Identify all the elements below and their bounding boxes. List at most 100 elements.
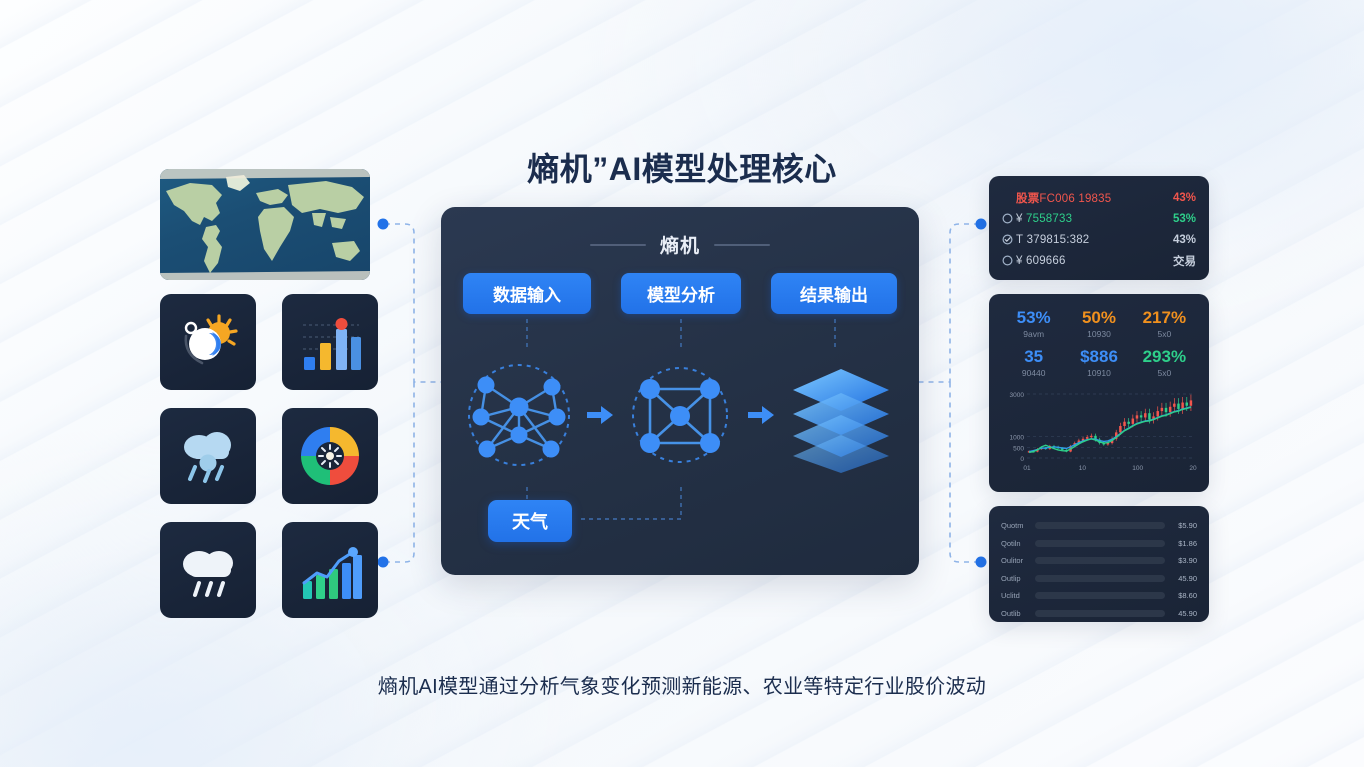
connector-dot bbox=[377, 556, 389, 568]
stock-code: FC006 bbox=[1039, 192, 1075, 205]
world-map-image bbox=[160, 169, 370, 280]
bar-track bbox=[1035, 522, 1165, 529]
bar-track bbox=[1035, 574, 1165, 582]
metrics-grid: 53% 9avm 50% 10930 217% 5x0 35 90440 $88… bbox=[1001, 308, 1197, 380]
bar-label: Outlib bbox=[1001, 608, 1021, 618]
bar-label: Oulitor bbox=[1001, 556, 1024, 565]
bar-label: Qotiln bbox=[1001, 538, 1021, 548]
x-axis-tick: 10 bbox=[1079, 465, 1087, 472]
stock-change: 53% bbox=[1172, 212, 1196, 225]
table-row: ¥ 7558733 53% bbox=[1002, 208, 1196, 229]
y-axis-tick: 0 bbox=[1020, 456, 1024, 463]
chart-line-ma-blue bbox=[1028, 406, 1192, 453]
heavy-rain-cloud-icon bbox=[160, 522, 256, 618]
stock-value: 19835 bbox=[1078, 192, 1112, 205]
bar-value: $5.90 bbox=[1178, 521, 1197, 530]
x-axis-tick: 100 bbox=[1132, 465, 1143, 472]
metric-sublabel: 5x0 bbox=[1157, 329, 1172, 339]
x-axis-tick: 01 bbox=[1023, 465, 1031, 472]
donut-chart-icon bbox=[282, 408, 378, 504]
bar-track bbox=[1035, 609, 1165, 617]
bar-value: $3.90 bbox=[1178, 556, 1197, 565]
header-rule-right bbox=[714, 243, 770, 246]
metrics-chart-panel: 53% 9avm 50% 10930 217% 5x0 35 90440 $88… bbox=[989, 294, 1209, 492]
list-item: Uclitd $8.60 bbox=[1001, 588, 1197, 603]
stock-label: 股票 bbox=[1016, 192, 1040, 205]
y-axis-tick: 3000 bbox=[1010, 392, 1025, 399]
rain-cloud-icon bbox=[160, 408, 256, 504]
flow-arrow-icon bbox=[586, 406, 613, 424]
circle-outline-icon bbox=[1002, 255, 1016, 266]
list-item: Oulitor $3.90 bbox=[1001, 553, 1197, 568]
metric-sublabel: 10910 bbox=[1087, 368, 1111, 378]
bar-value: 45.90 bbox=[1178, 573, 1197, 583]
stock-list-panel: 股票FC006 19835 43% ¥ 7558733 53% T 379815… bbox=[989, 176, 1209, 280]
processing-flow bbox=[459, 355, 901, 475]
check-circle-icon bbox=[1002, 234, 1016, 245]
table-row: 股票FC006 19835 43% bbox=[1002, 187, 1196, 208]
connector-dot bbox=[377, 218, 389, 230]
connector-dot bbox=[975, 556, 987, 568]
chip-data-input[interactable]: 数据输入 bbox=[463, 273, 591, 314]
metric-value: 35 bbox=[1024, 347, 1044, 366]
y-axis-tick: 1000 bbox=[1010, 435, 1025, 442]
bar-value: $8.60 bbox=[1178, 591, 1197, 600]
stock-value: 7558733 bbox=[1026, 212, 1073, 225]
flow-arrow-icon bbox=[747, 406, 774, 424]
metric-sublabel: 5x0 bbox=[1157, 368, 1172, 378]
growth-bar-chart-icon bbox=[282, 522, 378, 618]
metric-sublabel: 90440 bbox=[1021, 368, 1046, 378]
stock-status: 交易 bbox=[1173, 255, 1196, 268]
metric-value: 217% bbox=[1142, 308, 1187, 327]
list-item: Qotiln$1.86 bbox=[1001, 536, 1197, 551]
metric-value: 50% bbox=[1081, 308, 1116, 327]
metric-value: $886 bbox=[1080, 347, 1118, 366]
stock-change: 43% bbox=[1172, 191, 1196, 204]
bar-label: Quotm bbox=[1001, 521, 1024, 530]
list-item: Quotm $5.90 bbox=[1001, 518, 1197, 533]
list-item: Outlib 45.90 bbox=[1001, 606, 1197, 621]
table-row: T 379815:382 43% bbox=[1002, 229, 1196, 250]
bar-chart-icon bbox=[282, 294, 378, 390]
page-caption: 熵机AI模型通过分析气象变化预测新能源、农业等特定行业股价波动 bbox=[377, 676, 987, 698]
metric-sublabel: 9avm bbox=[1023, 329, 1045, 339]
chip-result-output[interactable]: 结果输出 bbox=[771, 273, 897, 314]
data-source-column bbox=[160, 169, 378, 618]
candlestick-chart: 3000 1000 500 0 01 10 100 20 bbox=[1001, 388, 1197, 474]
chart-line-ma-green bbox=[1028, 406, 1192, 454]
stock-value: 609666 bbox=[1026, 254, 1066, 267]
chip-weather[interactable]: 天气 bbox=[488, 500, 572, 542]
stock-change: 43% bbox=[1172, 233, 1196, 246]
stock-code: T bbox=[1016, 233, 1024, 246]
neural-network-graph bbox=[459, 355, 579, 475]
bar-track bbox=[1035, 557, 1165, 564]
panel-header: 熵机 bbox=[441, 231, 919, 258]
metric-sublabel: 10930 bbox=[1087, 329, 1111, 339]
chip-model-analysis[interactable]: 模型分析 bbox=[621, 273, 741, 314]
bar-track bbox=[1035, 539, 1165, 547]
stacked-layers bbox=[781, 355, 901, 475]
output-panels-column: 股票FC006 19835 43% ¥ 7558733 53% T 379815… bbox=[989, 176, 1209, 622]
bar-value: 45.90 bbox=[1178, 608, 1197, 618]
bar-label: Uclitd bbox=[1001, 591, 1020, 600]
stage-chip-group: 数据输入 模型分析 结果输出 bbox=[463, 273, 897, 314]
page-title: 熵机”AI模型处理核心 bbox=[527, 151, 837, 187]
stock-code: ¥ bbox=[1016, 212, 1023, 225]
bar-label: Outlip bbox=[1001, 573, 1021, 583]
list-item: Outlip 45.90 bbox=[1001, 571, 1197, 586]
source-icon-grid bbox=[160, 294, 378, 618]
metric-value: 53% bbox=[1016, 308, 1051, 327]
table-row: ¥ 609666 交易 bbox=[1002, 250, 1196, 271]
panel-header-label: 熵机 bbox=[659, 236, 700, 257]
graph-network bbox=[620, 355, 740, 475]
sun-moon-weather-icon bbox=[160, 294, 256, 390]
connector-dot bbox=[975, 218, 987, 230]
metric-value: 293% bbox=[1142, 347, 1187, 366]
bar-track bbox=[1035, 592, 1165, 599]
x-axis-tick: 20 bbox=[1189, 465, 1197, 472]
stock-code: ¥ bbox=[1016, 254, 1023, 267]
y-axis-tick: 500 bbox=[1013, 445, 1024, 452]
header-rule-left bbox=[589, 243, 646, 246]
